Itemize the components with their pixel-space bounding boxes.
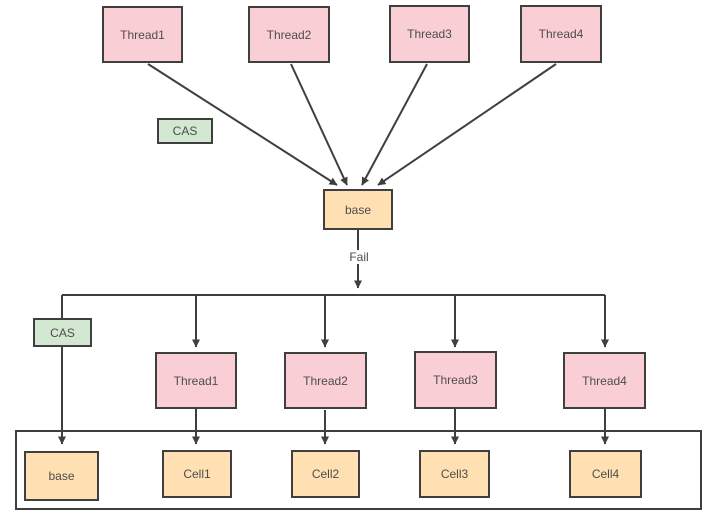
- cell1-node: Cell1: [162, 450, 232, 498]
- bottom-cas-node: CAS: [33, 318, 92, 347]
- cell3-node: Cell3: [419, 450, 490, 498]
- bottom-thread2-node: Thread2: [284, 352, 367, 409]
- arrow-top-thread3-to-base: [361, 63, 428, 186]
- cell2-node: Cell2: [291, 450, 360, 498]
- bottom-thread4-node: Thread4: [563, 352, 646, 409]
- arrow-top-thread2-to-base: [290, 63, 348, 186]
- top-cas-node: CAS: [157, 118, 213, 144]
- arrow-top-thread1-to-base: [147, 63, 338, 186]
- top-thread2-node: Thread2: [248, 6, 330, 63]
- bottom-thread1-node: Thread1: [155, 352, 237, 409]
- cell4-node: Cell4: [569, 450, 642, 498]
- top-thread1-node: Thread1: [102, 6, 183, 63]
- arrow-top-thread4-to-base: [377, 63, 557, 186]
- top-thread3-node: Thread3: [389, 5, 470, 63]
- bottom-thread3-node: Thread3: [414, 351, 497, 409]
- base-node: base: [323, 189, 393, 230]
- fail-edge-label: Fail: [346, 250, 372, 264]
- top-thread4-node: Thread4: [520, 5, 602, 63]
- bottom-base-node: base: [24, 451, 99, 501]
